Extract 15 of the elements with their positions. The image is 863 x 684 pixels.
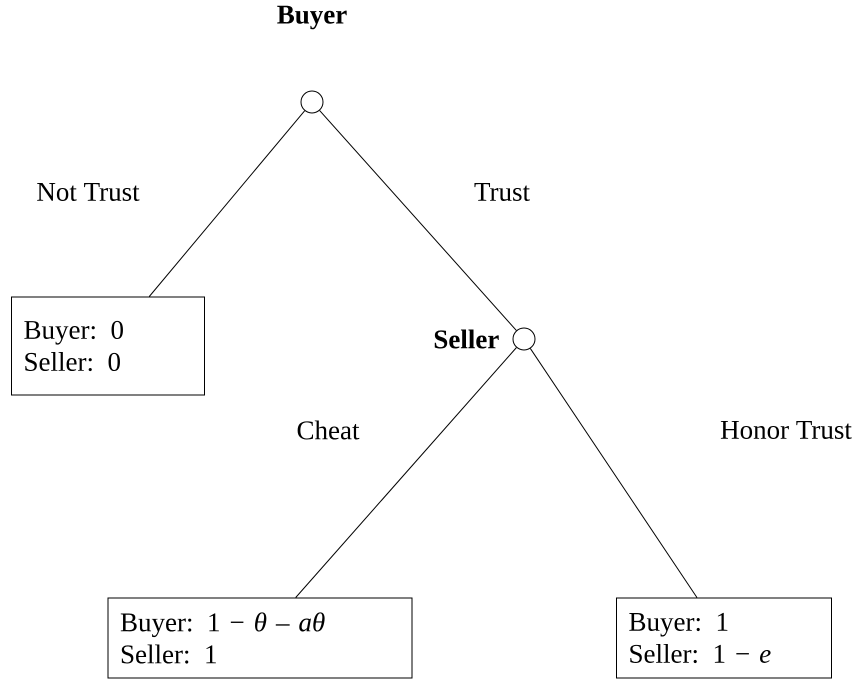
decision-node xyxy=(277,6,347,114)
edge-label: Not Trust xyxy=(37,183,140,201)
branch-line xyxy=(319,110,517,331)
branch-line xyxy=(530,348,698,598)
payoff-box: Buyer: 1 Seller: 1 − e xyxy=(616,598,832,678)
branch-line xyxy=(148,110,306,297)
payoff-box: Buyer: 0 Seller: 0 xyxy=(11,296,205,396)
edge-label: Honor Trust xyxy=(720,421,852,439)
edge-label: Cheat xyxy=(298,420,360,440)
decision-node xyxy=(434,328,536,350)
branch-line xyxy=(295,347,517,598)
player-label: Buyer xyxy=(277,6,347,30)
edge-label: Trust xyxy=(474,183,530,201)
player-label: Seller xyxy=(434,330,499,348)
payoff-box: Buyer: 1 − θ – aθ Seller: 1 xyxy=(108,598,412,678)
